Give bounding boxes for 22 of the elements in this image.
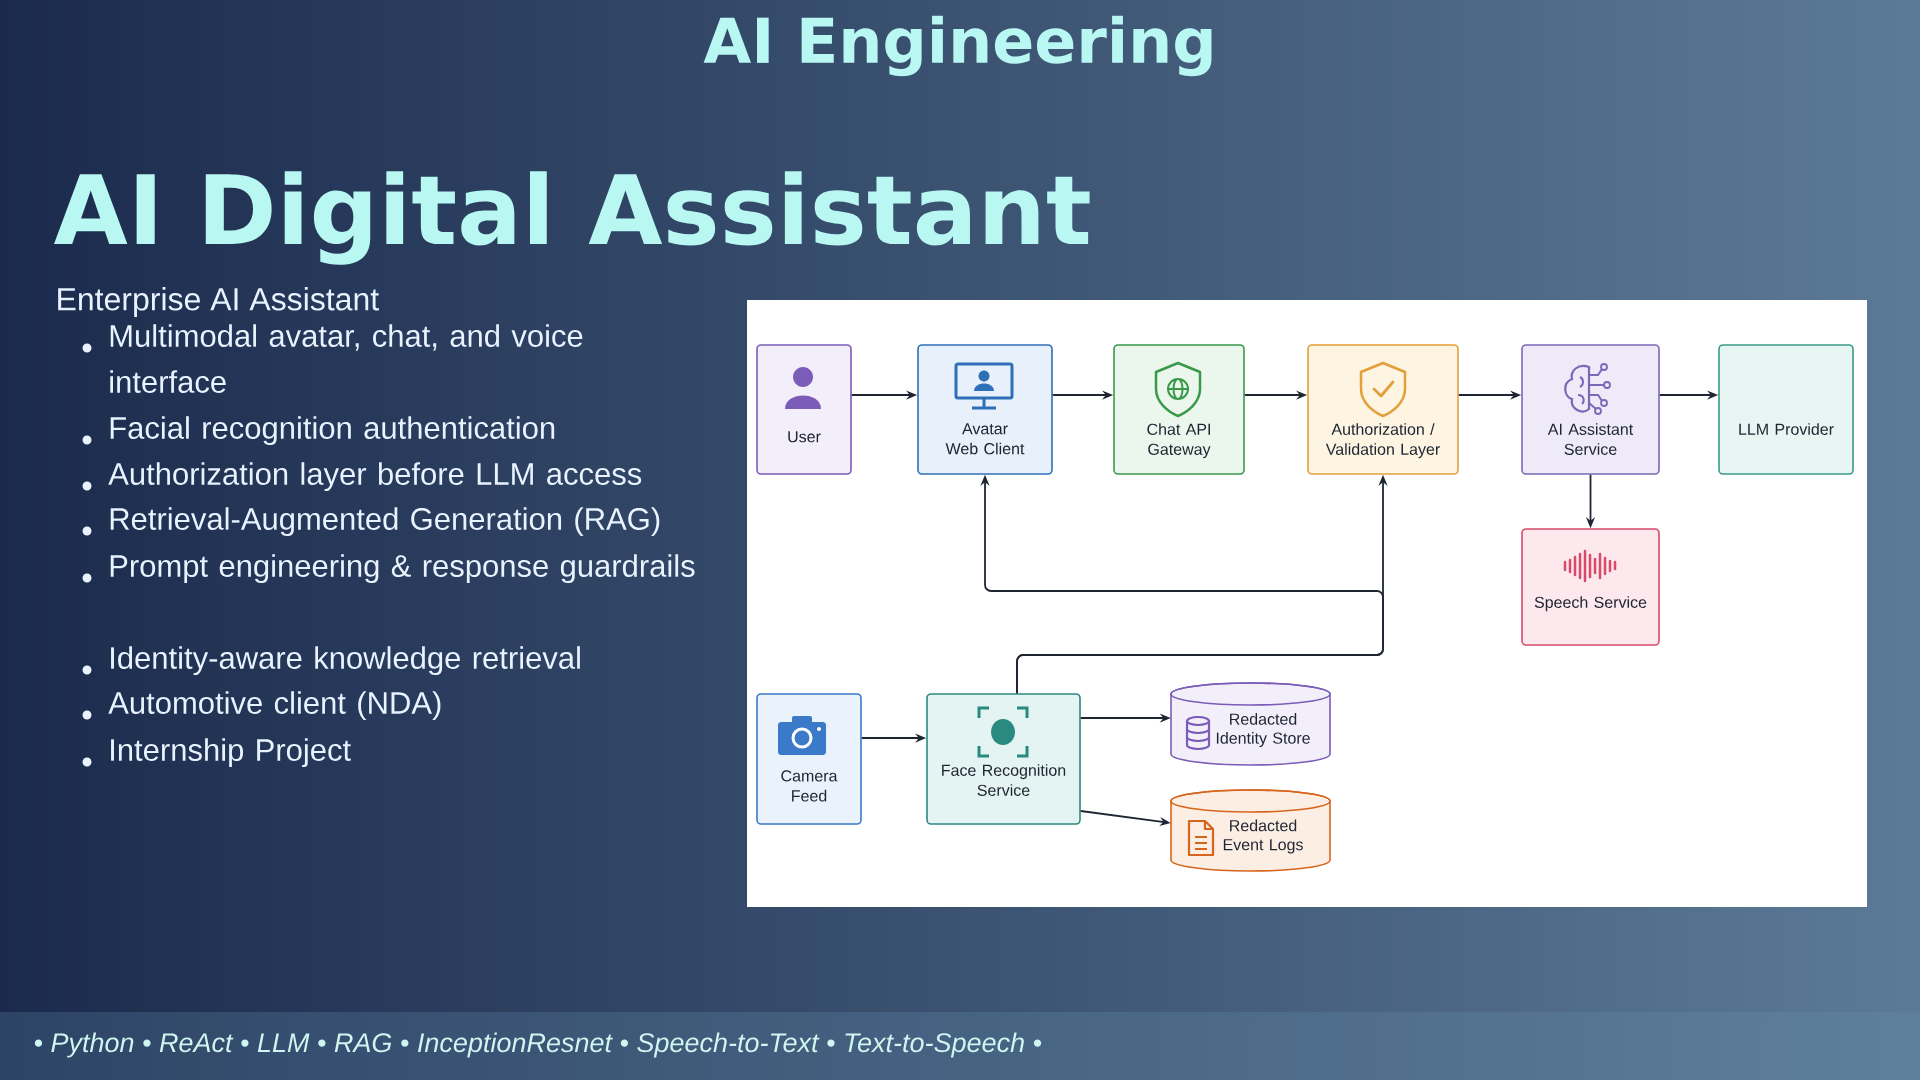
process-box: AI Assistant Service xyxy=(1521,344,1660,475)
bullet-text: Multimodal avatar, chat, and voice interface xyxy=(110,324,583,393)
subtitle: Enterprise AI Assistant xyxy=(58,287,379,317)
process-box: User xyxy=(756,344,852,475)
heading: AI Digital Assistant xyxy=(54,171,1090,265)
bullet-text: Identity-aware knowledge retrieval xyxy=(111,646,580,676)
bullet-text: Retrieval-Augmented Generation (RAG) xyxy=(110,507,660,537)
footer-text: • Python • ReAct • LLM • RAG • InceptionResnet • Speech-to-Text • Text-to-Speech • xyxy=(34,1032,1042,1058)
process-box: Speech Service xyxy=(1521,528,1660,646)
bullet-text: Internship Project xyxy=(111,738,351,768)
process-box: Authorization / Validation Layer xyxy=(1307,344,1459,475)
bullet-text: Facial recognition authentication xyxy=(110,416,555,446)
cylinder: Redacted Event Logs xyxy=(1170,789,1331,872)
process-box: Avatar Web Client xyxy=(917,344,1053,475)
process-box: Chat API Gateway xyxy=(1113,344,1245,475)
process-box: LLM Provider xyxy=(1718,344,1854,475)
cylinder: Redacted Identity Store xyxy=(1170,682,1331,766)
bullet-text: Automotive client (NDA) xyxy=(108,691,441,721)
title: AI Engineering xyxy=(703,15,1212,77)
process-box: Face Recognition Service xyxy=(926,693,1081,825)
bullet-text: Prompt engineering & response guardrails xyxy=(110,554,695,584)
bullet-text: Authorization layer before LLM access xyxy=(108,462,642,492)
